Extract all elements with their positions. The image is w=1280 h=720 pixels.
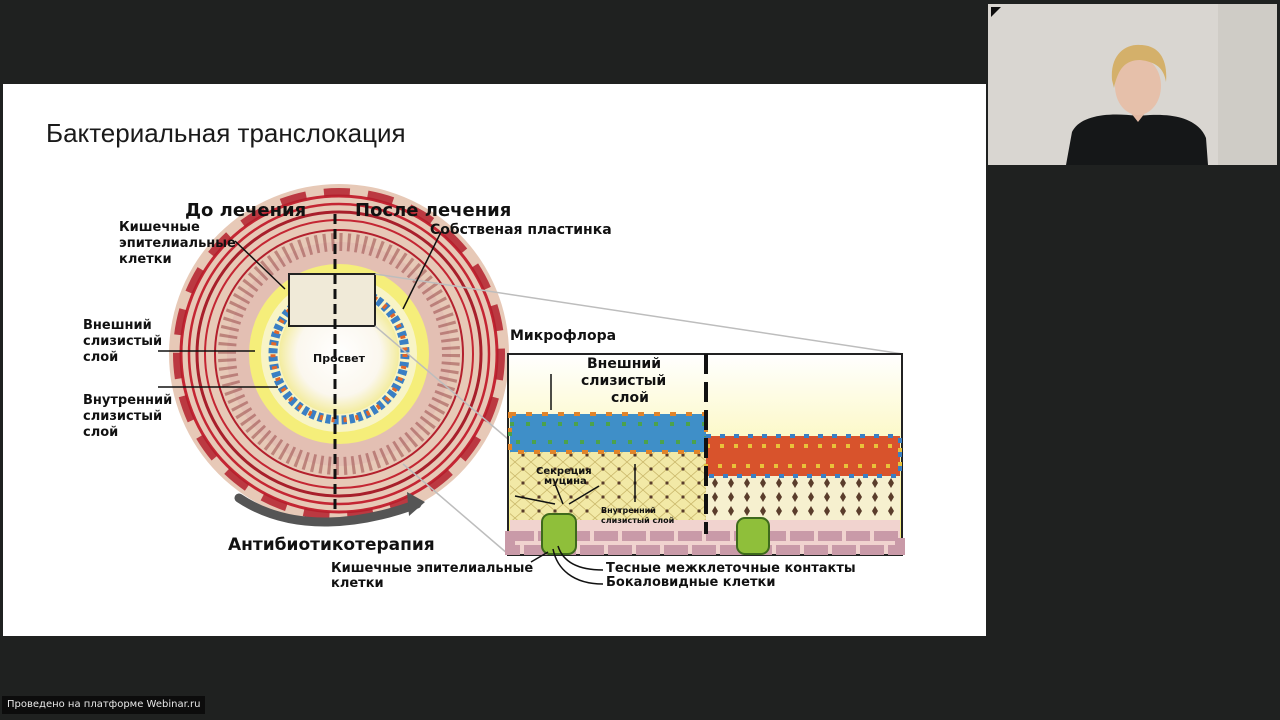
label-epithelial-cells-1: Кишечные xyxy=(119,220,200,235)
video-corner-icon xyxy=(991,7,1001,17)
zoom-line xyxy=(402,463,509,555)
leader-line xyxy=(530,551,549,563)
bacterial-translocation-diagram: До лечения После лечения Кишечные эпител… xyxy=(83,184,905,591)
label-mucin-secretion-1: Секреция xyxy=(536,466,592,477)
zoom-line xyxy=(374,325,509,440)
label-detail-outer-1: Внешний xyxy=(587,356,661,372)
label-inner-mucus-1: Внутренний xyxy=(83,393,172,408)
label-before-treatment: До лечения xyxy=(185,200,306,221)
platform-badge[interactable]: Проведено на платформе Webinar.ru xyxy=(2,696,206,714)
zoom-line xyxy=(374,273,904,355)
label-inner-mucus-2: слизистый xyxy=(83,409,162,424)
label-lamina-propria: Собственая пластинка xyxy=(430,222,612,238)
label-detail-outer-2: слизистый xyxy=(581,373,666,389)
label-antibiotic-therapy: Антибиотикотерапия xyxy=(228,535,435,555)
antibiotic-arrow xyxy=(234,493,422,527)
detail-panel xyxy=(505,353,905,556)
label-microflora: Микрофлора xyxy=(510,328,616,344)
label-outer-mucus-2: слизистый xyxy=(83,334,162,349)
presentation-slide: Бактериальная транслокация xyxy=(3,84,986,636)
presenter-video[interactable] xyxy=(988,4,1277,165)
presenter-avatar xyxy=(988,4,1277,165)
label-detail-outer-3: слой xyxy=(611,390,649,406)
slide-title: Бактериальная транслокация xyxy=(46,118,406,148)
leader-line xyxy=(552,548,604,585)
label-after-treatment: После лечения xyxy=(355,200,511,221)
antibiotic-arrowhead xyxy=(407,492,425,516)
label-epithelial-cells-2: эпителиальные xyxy=(119,236,236,251)
label-outer-mucus-1: Внешний xyxy=(83,318,152,333)
intestine-cross-section xyxy=(169,184,509,524)
label-bottom-epithelial-1: Кишечные эпителиальные xyxy=(331,561,533,576)
label-detail-inner-2: слизистый слой xyxy=(601,516,674,525)
leader-line xyxy=(557,545,604,571)
label-epithelial-cells-3: клетки xyxy=(119,252,172,267)
label-tight-junctions: Тесные межклеточные контакты xyxy=(606,561,856,576)
leader-line xyxy=(402,231,442,310)
label-mucin-secretion-2: муцина xyxy=(544,476,587,487)
label-bottom-epithelial-2: клетки xyxy=(331,576,384,591)
label-detail-inner-1: Внутренний xyxy=(601,506,656,515)
label-outer-mucus-3: слой xyxy=(83,350,118,365)
label-lumen: Просвет xyxy=(313,352,366,365)
label-goblet-cells: Бокаловидные клетки xyxy=(606,575,775,590)
leader-line xyxy=(234,240,286,290)
label-inner-mucus-3: слой xyxy=(83,425,118,440)
